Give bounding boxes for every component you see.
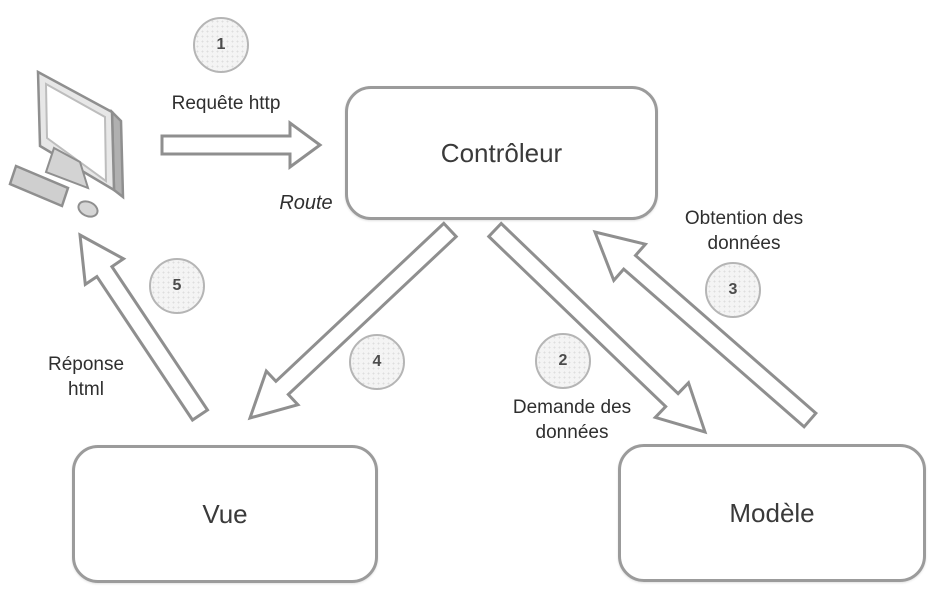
- step-badge-5: 5: [149, 258, 205, 314]
- step-badge-3: 3: [705, 262, 761, 318]
- node-controller: Contrôleur: [345, 86, 658, 220]
- node-view: Vue: [72, 445, 378, 583]
- computer-icon: [8, 69, 125, 218]
- step-number-1: 1: [216, 36, 226, 53]
- arrow-5-view-to-client: [78, 232, 210, 423]
- step-number-4: 4: [372, 353, 382, 370]
- arrow-2-controller-to-model: [486, 221, 708, 435]
- arrow-4-controller-to-view: [247, 221, 459, 421]
- step-number-2: 2: [558, 352, 568, 369]
- step-badge-2: 2: [535, 333, 591, 389]
- node-model: Modèle: [618, 444, 926, 582]
- step-number-5: 5: [172, 277, 182, 294]
- step-badge-1: 1: [193, 17, 249, 73]
- node-model-label: Modèle: [729, 497, 815, 528]
- arrow-1-http-request: [160, 120, 323, 170]
- node-view-label: Vue: [202, 498, 248, 529]
- label-demande-donnees: Demande des données: [512, 397, 632, 443]
- label-obtention-donnees: Obtention des données: [684, 208, 804, 254]
- node-controller-label: Contrôleur: [440, 137, 563, 168]
- label-requete-http: Requête http: [171, 93, 281, 114]
- label-route: Route: [279, 192, 333, 214]
- step-number-3: 3: [728, 281, 738, 298]
- step-badge-4: 4: [349, 334, 405, 390]
- arrow-3-model-to-controller: [592, 229, 819, 429]
- label-reponse-html: Réponse html: [47, 354, 125, 400]
